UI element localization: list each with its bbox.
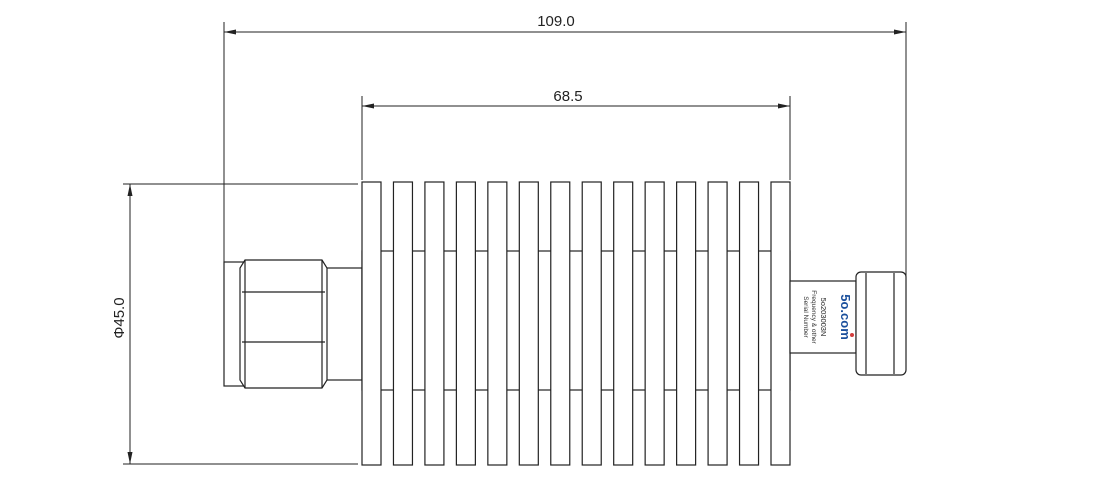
heatsink-fin bbox=[707, 181, 728, 466]
overall-length-value: 109.0 bbox=[537, 13, 575, 30]
heatsink-fin bbox=[455, 181, 476, 466]
connector-nut bbox=[855, 271, 907, 376]
frequency-line: Frequency & other bbox=[810, 290, 817, 344]
dimension-heatsink-length: 68.5 bbox=[362, 88, 790, 109]
heatsink-fin bbox=[487, 181, 508, 466]
heatsink-fin bbox=[518, 181, 539, 466]
brand-logo: 5o.com bbox=[838, 294, 853, 340]
heatsink-fin bbox=[392, 181, 414, 466]
left-connector bbox=[223, 259, 363, 389]
dimension-diameter: Φ45.0 bbox=[111, 184, 133, 464]
extension-lines bbox=[123, 22, 907, 465]
heatsink-fin bbox=[361, 181, 382, 466]
heatsink-fin bbox=[676, 181, 697, 466]
diameter-value: Φ45.0 bbox=[111, 297, 128, 338]
part-number: 5o203003N bbox=[819, 298, 828, 337]
logo-accent-icon bbox=[850, 333, 854, 337]
product-label: 5o.com 5o203003N Frequency & other Seria… bbox=[802, 290, 854, 345]
heatsink-fin bbox=[581, 181, 602, 466]
heatsink-fin bbox=[770, 181, 791, 466]
heatsink-fin bbox=[550, 181, 571, 466]
heatsink-fin bbox=[644, 181, 665, 466]
heatsink bbox=[361, 181, 791, 466]
heatsink-length-value: 68.5 bbox=[553, 88, 582, 105]
connector-shank bbox=[323, 267, 363, 381]
right-connector bbox=[789, 271, 907, 376]
connector-neck bbox=[789, 280, 857, 354]
heatsink-fin bbox=[613, 181, 634, 466]
hex-nut bbox=[239, 259, 328, 389]
dimension-overall-length: 109.0 bbox=[224, 13, 906, 35]
serial-number-line: Serial Number bbox=[802, 296, 809, 338]
heatsink-fin bbox=[424, 181, 445, 466]
heatsink-fin bbox=[738, 181, 760, 466]
